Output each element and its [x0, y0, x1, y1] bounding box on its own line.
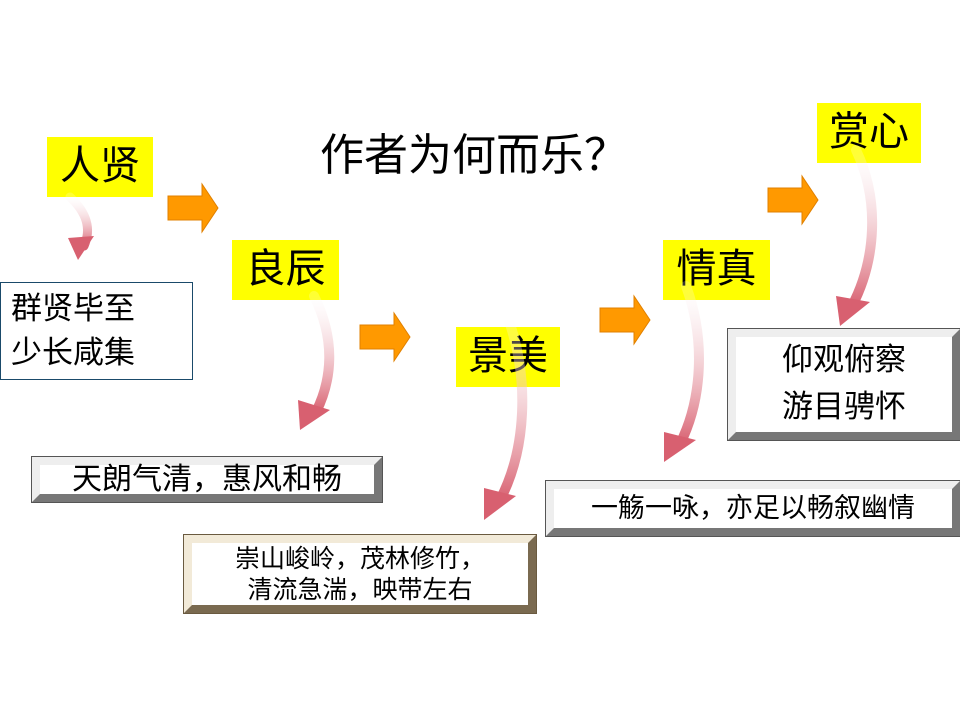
quote-renxian-line-1: 群贤毕至: [11, 291, 135, 327]
quote-qingzhen-text: 一觞一咏，亦足以畅叙幽情: [591, 493, 915, 524]
keyword-renxian: 人贤: [47, 137, 153, 197]
quote-jingmei-line-1: 崇山峻岭，茂林修竹，: [234, 544, 485, 573]
quote-jingmei: 崇山峻岭，茂林修竹， 清流急湍，映带左右: [183, 534, 537, 614]
slide-title: 作者为何而乐？: [320, 130, 628, 181]
keyword-liangchen: 良辰: [232, 240, 339, 300]
orange-arrow-3: [599, 294, 651, 346]
quote-shangxin: 仰观俯察 游目骋怀: [727, 328, 960, 441]
keyword-shangxin: 赏心: [817, 103, 921, 163]
quote-jingmei-line-2: 清流急湍，映带左右: [247, 575, 473, 604]
orange-arrow-4: [767, 174, 819, 226]
orange-arrow-1: [167, 182, 219, 234]
quote-liangchen-text: 天朗气清，惠风和畅: [72, 462, 342, 497]
curved-arrow-liangchen: [298, 291, 335, 430]
curved-arrow-qingzhen: [664, 281, 704, 462]
quote-qingzhen: 一觞一咏，亦足以畅叙幽情: [545, 480, 960, 537]
quote-shangxin-line-2: 游目骋怀: [782, 389, 906, 425]
orange-arrow-2: [359, 311, 411, 363]
quote-renxian: 群贤毕至 少长咸集: [0, 282, 193, 380]
keyword-qingzhen: 情真: [663, 240, 770, 300]
curved-arrow-renxian: [65, 192, 94, 260]
curved-arrow-shangxin: [836, 145, 878, 326]
quote-shangxin-line-1: 仰观俯察: [782, 342, 906, 378]
keyword-jingmei: 景美: [456, 327, 560, 387]
quote-renxian-line-2: 少长咸集: [11, 335, 135, 371]
quote-liangchen: 天朗气清，惠风和畅: [31, 456, 383, 503]
